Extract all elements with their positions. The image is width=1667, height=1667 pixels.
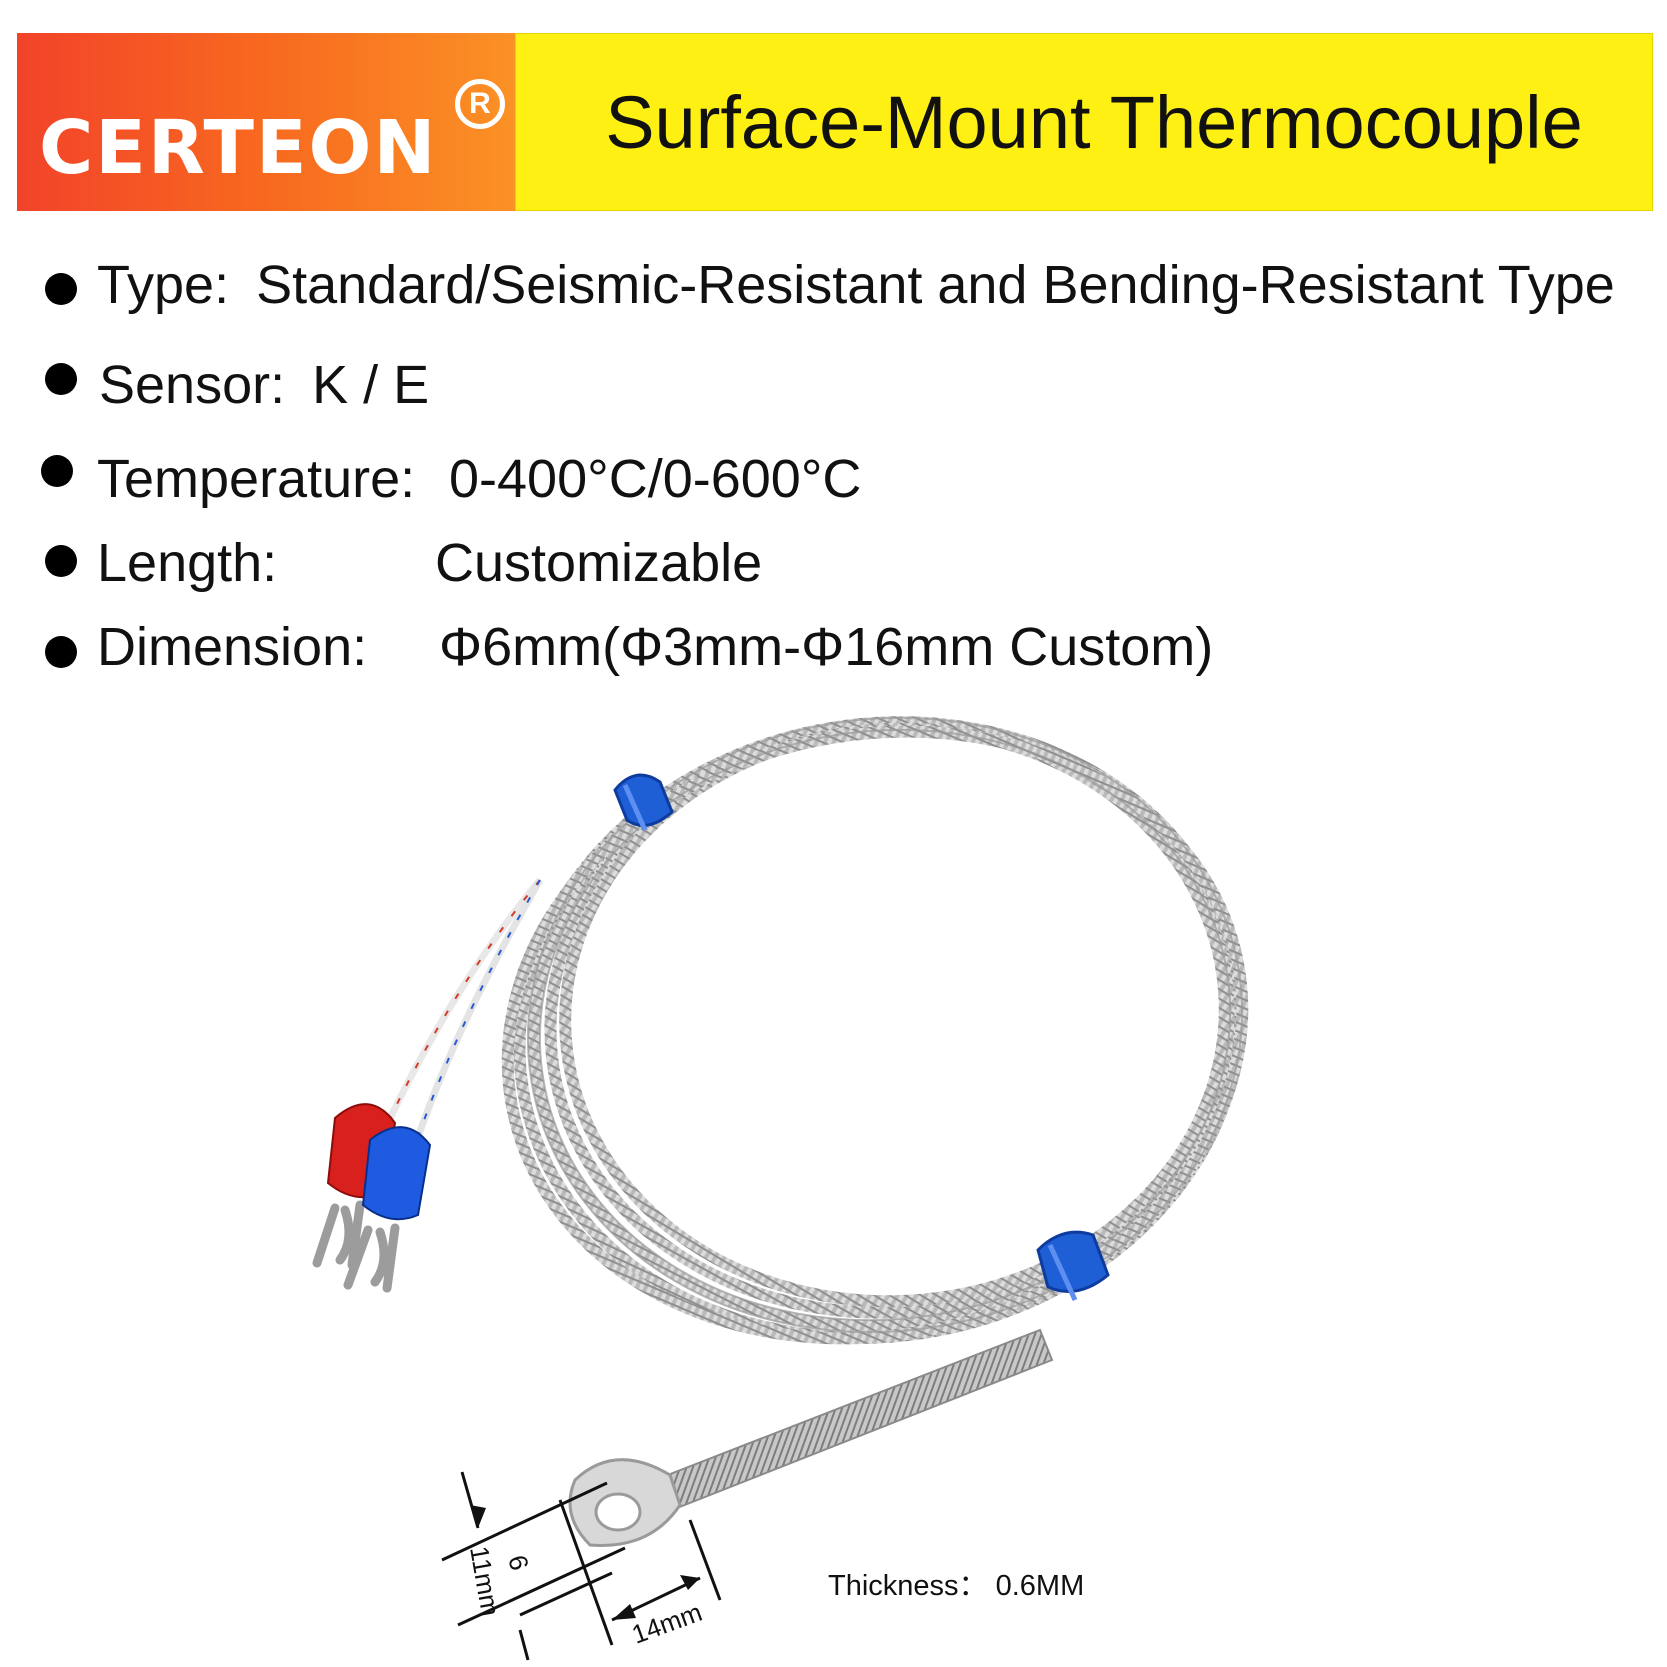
spec-label: Temperature:	[97, 449, 416, 509]
cable-coil	[501, 716, 1249, 1345]
page-title: Surface-Mount Thermocouple	[605, 80, 1583, 164]
bullet-icon	[45, 363, 77, 395]
dim-length-label: 14mm	[628, 1597, 706, 1650]
spec-label: Sensor:	[99, 355, 286, 415]
header-banner: CERTEON R Surface-Mount Thermocouple	[17, 33, 1653, 211]
dim-hole-label: 6	[502, 1552, 535, 1574]
bullet-icon	[45, 545, 77, 577]
cable-tie-icon	[613, 773, 1110, 1302]
spec-length: Length: Customizable	[97, 533, 762, 593]
bullet-icon	[45, 273, 77, 305]
registered-mark-icon: R	[455, 79, 505, 129]
spring-sheath	[658, 1328, 1054, 1512]
thermocouple-photo: 6 11mm 14mm	[312, 716, 1249, 1661]
spec-sensor: Sensor: K / E	[99, 358, 429, 412]
bullet-icon	[41, 455, 73, 487]
thickness-label: Thickness： 0.6MM	[828, 1570, 1085, 1602]
ring-lug-icon	[568, 1458, 682, 1547]
spec-type: Type: Standard/Seismic-Resistant and Ben…	[97, 258, 1615, 312]
spec-label: Type:	[97, 255, 230, 315]
spec-dimension: Dimension: Φ6mm(Φ3mm-Φ16mm Custom)	[97, 617, 1213, 677]
spec-value: K / E	[312, 355, 430, 415]
spec-temperature: Temperature: 0-400°C/0-600°C	[97, 449, 861, 509]
spec-value: Customizable	[435, 533, 763, 593]
dim-width-label: 11mm	[464, 1544, 506, 1618]
lead-wires	[376, 877, 544, 1162]
spec-value: 0-400°C/0-600°C	[449, 449, 862, 509]
spec-label: Length:	[97, 533, 278, 593]
blue-terminal-icon	[343, 1126, 432, 1293]
brand-name: CERTEON	[39, 105, 438, 191]
title-area: Surface-Mount Thermocouple	[515, 33, 1653, 211]
brand-logo: CERTEON R	[17, 33, 515, 211]
bullet-icon	[45, 636, 77, 668]
spec-value: Standard/Seismic-Resistant and Bending-R…	[256, 255, 1615, 315]
spec-value: Φ6mm(Φ3mm-Φ16mm Custom)	[439, 617, 1214, 677]
spec-label: Dimension:	[97, 617, 368, 677]
